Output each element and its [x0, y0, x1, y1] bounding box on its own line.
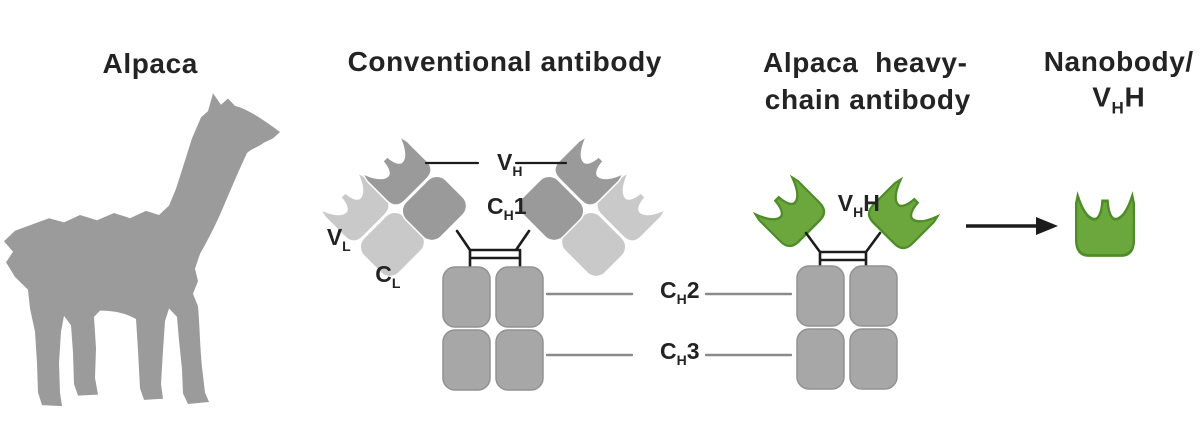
vh-label: VH	[497, 149, 523, 179]
cl-label: CL	[375, 261, 401, 291]
nanobody-title-line2: VHH	[1059, 50, 1146, 151]
nanobody-title-vhh-pre: V	[1092, 81, 1112, 113]
nanobody-title-line1-text: Nanobody/	[1043, 46, 1194, 77]
conv-ch2-left	[442, 266, 491, 328]
nanobody-title-line1: Nanobody/	[1010, 14, 1194, 110]
hcab-ch3-right	[849, 328, 898, 390]
hcab-ch2-left	[796, 265, 845, 327]
nanobody-title-vhh-sub: H	[1111, 98, 1125, 118]
alpaca-silhouette	[4, 93, 280, 407]
conv-ch2-right	[495, 266, 544, 328]
conventional-title-text: Conventional antibody	[347, 46, 662, 77]
hcab-ch2-right	[849, 265, 898, 327]
hcab-title-line1-text: Alpaca heavy-	[762, 47, 968, 78]
ch2-label: CH2	[660, 277, 700, 307]
ch1-domain-right	[518, 175, 585, 242]
light-chain-right	[562, 173, 665, 276]
conventional-hinge	[455, 229, 531, 269]
hcab-title-line2: chain antibody	[731, 52, 971, 148]
hcab-title-line1: Alpaca heavy-	[731, 15, 968, 111]
right-arrow-icon	[966, 217, 1058, 235]
alpaca-title-text: Alpaca	[102, 48, 198, 79]
conventional-fc-region	[442, 266, 544, 391]
heavy-chain-right	[518, 135, 625, 242]
hcab-fc-region	[796, 265, 898, 390]
hcab-hinge	[804, 231, 882, 269]
alpaca-title: Alpaca	[70, 16, 198, 112]
ch1-label: CH1	[487, 193, 527, 223]
conv-ch3-left	[442, 329, 491, 391]
nanobody-domain	[1074, 194, 1136, 257]
vl-label: VL	[326, 224, 351, 254]
ch1-domain-left	[401, 175, 468, 242]
conventional-antibody-title: Conventional antibody	[314, 14, 662, 110]
cl-domain-left	[360, 212, 424, 276]
conv-ch3-right	[495, 329, 544, 391]
heavy-chain-left	[361, 135, 468, 242]
vhh-label: VHH	[837, 190, 880, 220]
hcab-title-line2-text: chain antibody	[764, 84, 971, 115]
light-chain-left	[321, 173, 424, 276]
nanobody-title-vhh-post: H	[1124, 81, 1146, 113]
cl-domain-right	[562, 212, 626, 276]
hcab-ch3-left	[796, 328, 845, 390]
ch3-label: CH3	[660, 338, 700, 368]
